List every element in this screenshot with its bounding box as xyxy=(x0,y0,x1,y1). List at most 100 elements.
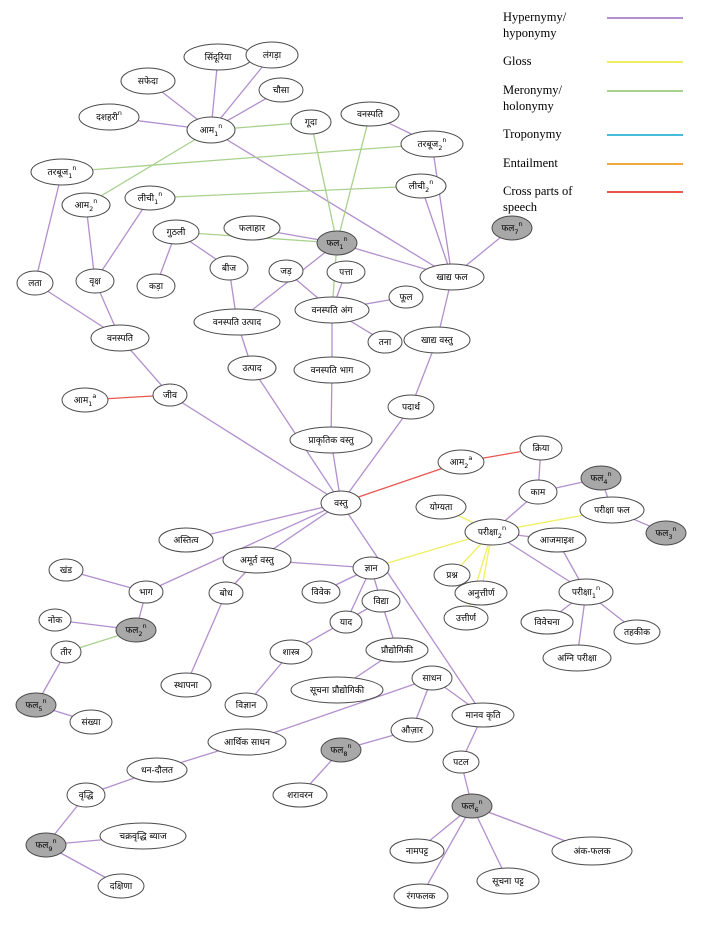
node-ellipse-vanaspati_utpad[interactable] xyxy=(193,308,281,336)
node-ellipse-astitva[interactable] xyxy=(158,527,214,553)
graph-node-astitva[interactable]: अस्तित्व xyxy=(158,527,214,553)
node-ellipse-patta[interactable] xyxy=(326,260,366,284)
graph-node-phal3[interactable]: फल3n xyxy=(645,520,687,546)
graph-node-sadhan[interactable]: साधन xyxy=(411,665,453,691)
graph-node-khadya_phal[interactable]: खाद्य फल xyxy=(419,263,485,291)
node-ellipse-suchna_patt[interactable] xyxy=(476,867,540,895)
graph-node-aajmaish[interactable]: आजमाइश xyxy=(527,527,587,553)
graph-node-aam2a[interactable]: आम2a xyxy=(437,449,485,475)
node-ellipse-pariksha1[interactable] xyxy=(558,578,614,606)
node-ellipse-amurt_vastu[interactable] xyxy=(222,546,292,574)
node-ellipse-padarth[interactable] xyxy=(387,394,435,420)
graph-node-gyan[interactable]: ज्ञान xyxy=(352,556,390,580)
node-ellipse-nok[interactable] xyxy=(38,608,72,632)
node-ellipse-uttirn[interactable] xyxy=(443,605,489,631)
node-ellipse-anuttirn[interactable] xyxy=(454,580,508,606)
node-ellipse-khadya_phal[interactable] xyxy=(419,263,485,291)
graph-node-arthik_sadhan[interactable]: आर्थिक साधन xyxy=(207,728,287,756)
graph-node-vastu[interactable]: वस्तु xyxy=(320,490,362,516)
node-ellipse-vanaspati_ang[interactable] xyxy=(294,296,370,324)
graph-node-chausa[interactable]: चौसा xyxy=(258,77,304,103)
graph-node-vivek[interactable]: विवेक xyxy=(301,580,341,604)
graph-node-kriya[interactable]: क्रिया xyxy=(519,435,563,461)
graph-node-nok[interactable]: नोक xyxy=(38,608,72,632)
graph-node-guthli[interactable]: गुठली xyxy=(152,219,200,245)
node-ellipse-guda[interactable] xyxy=(290,109,332,135)
graph-node-phal1[interactable]: फल1n xyxy=(316,230,358,256)
node-ellipse-prakritik_vastu[interactable] xyxy=(289,426,373,454)
node-ellipse-vanaspati_mid[interactable] xyxy=(90,324,150,352)
graph-node-utpad[interactable]: उत्पाद xyxy=(227,355,277,381)
graph-node-bodh[interactable]: बोध xyxy=(208,581,244,605)
graph-node-pariksha2[interactable]: परीक्षा2n xyxy=(464,518,520,546)
graph-node-yogyata[interactable]: योग्यता xyxy=(415,494,467,520)
graph-node-sankhya[interactable]: संख्या xyxy=(69,709,113,735)
node-ellipse-tahkik[interactable] xyxy=(613,619,661,645)
node-ellipse-dhan_daulat[interactable] xyxy=(126,757,188,783)
graph-node-vanaspati_bhag[interactable]: वनस्पति भाग xyxy=(293,356,371,384)
node-ellipse-chakravriddhi[interactable] xyxy=(99,822,187,850)
node-ellipse-prashn[interactable] xyxy=(433,563,471,587)
graph-node-pariksha_phal[interactable]: परीक्षा फल xyxy=(579,496,645,524)
node-ellipse-aujar[interactable] xyxy=(390,717,434,743)
node-ellipse-phal2[interactable] xyxy=(115,617,157,643)
node-ellipse-khadya_vastu[interactable] xyxy=(403,326,471,354)
graph-node-tarbuj2[interactable]: तरबूज2n xyxy=(400,130,464,158)
graph-node-vivechna[interactable]: विवेचना xyxy=(520,609,574,635)
node-ellipse-yogyata[interactable] xyxy=(415,494,467,520)
graph-node-patta[interactable]: पत्ता xyxy=(326,260,366,284)
node-ellipse-aajmaish[interactable] xyxy=(527,527,587,553)
graph-node-teer[interactable]: तीर xyxy=(50,640,82,664)
graph-node-kada[interactable]: कड़ा xyxy=(136,273,176,299)
graph-node-yaad[interactable]: याद xyxy=(329,610,363,634)
node-ellipse-dashahari[interactable] xyxy=(78,103,140,131)
graph-node-ank_phalak[interactable]: अंक-फलक xyxy=(551,836,633,866)
graph-node-phal7[interactable]: फल7n xyxy=(491,215,533,241)
node-ellipse-jeev[interactable] xyxy=(152,383,188,407)
graph-node-suchan_praudyogiki[interactable]: सूचना प्रौद्योगिकी xyxy=(290,676,384,704)
graph-node-phal6[interactable]: फल6n xyxy=(451,793,493,819)
graph-node-anuttirn[interactable]: अनुत्तीर्ण xyxy=(454,580,508,606)
node-ellipse-vriddhi[interactable] xyxy=(66,782,106,808)
graph-node-shastra[interactable]: शास्त्र xyxy=(269,639,313,665)
graph-node-prakritik_vastu[interactable]: प्राकृतिक वस्तु xyxy=(289,426,373,454)
node-ellipse-rangphalak[interactable] xyxy=(393,883,449,909)
node-ellipse-phal5[interactable] xyxy=(15,692,57,718)
graph-node-beej[interactable]: बीज xyxy=(209,255,249,281)
graph-node-prashn[interactable]: प्रश्न xyxy=(433,563,471,587)
graph-node-vigyan[interactable]: विज्ञान xyxy=(224,692,268,718)
graph-node-aujar[interactable]: औज़ार xyxy=(390,717,434,743)
graph-node-langra[interactable]: लंगड़ा xyxy=(245,41,299,69)
graph-node-phool[interactable]: फूल xyxy=(388,285,424,309)
graph-node-phal8[interactable]: फल8n xyxy=(320,737,362,763)
graph-node-jeev[interactable]: जीव xyxy=(152,383,188,407)
graph-node-rangphalak[interactable]: रंगफलक xyxy=(393,883,449,909)
graph-node-aam2n[interactable]: आम2n xyxy=(61,192,111,218)
graph-node-suchna_patt[interactable]: सूचना पट्ट xyxy=(476,867,540,895)
node-ellipse-bodh[interactable] xyxy=(208,581,244,605)
graph-node-tahkik[interactable]: तहकीक xyxy=(613,619,661,645)
graph-node-vanaspati_utpad[interactable]: वनस्पति उत्पाद xyxy=(193,308,281,336)
node-ellipse-vastu[interactable] xyxy=(320,490,362,516)
node-ellipse-sharavaran[interactable] xyxy=(272,782,328,808)
graph-node-guda[interactable]: गूदा xyxy=(290,109,332,135)
node-ellipse-tarbuj2[interactable] xyxy=(400,130,464,158)
node-ellipse-aam2n[interactable] xyxy=(61,192,111,218)
graph-node-phal4[interactable]: फल4n xyxy=(580,465,622,491)
node-ellipse-vriksh[interactable] xyxy=(75,268,115,294)
node-ellipse-phool[interactable] xyxy=(388,285,424,309)
graph-node-aam1n[interactable]: आम1n xyxy=(186,116,236,144)
graph-node-bhag[interactable]: भाग xyxy=(128,580,164,604)
node-ellipse-pariksha_phal[interactable] xyxy=(579,496,645,524)
node-ellipse-lata[interactable] xyxy=(16,270,54,296)
graph-node-lichi1[interactable]: लीची1n xyxy=(124,185,176,211)
graph-node-dakshina[interactable]: दक्षिणा xyxy=(97,873,145,899)
node-ellipse-praudyogiki[interactable] xyxy=(365,637,429,663)
graph-node-phal5[interactable]: फल5n xyxy=(15,692,57,718)
graph-node-vidya[interactable]: विद्या xyxy=(361,589,401,613)
node-ellipse-kada[interactable] xyxy=(136,273,176,299)
graph-node-phal9[interactable]: फल9n xyxy=(25,832,67,858)
graph-node-patal[interactable]: पटल xyxy=(442,750,480,774)
node-ellipse-vidya[interactable] xyxy=(361,589,401,613)
graph-node-vanaspati_top[interactable]: वनस्पति xyxy=(340,101,400,127)
